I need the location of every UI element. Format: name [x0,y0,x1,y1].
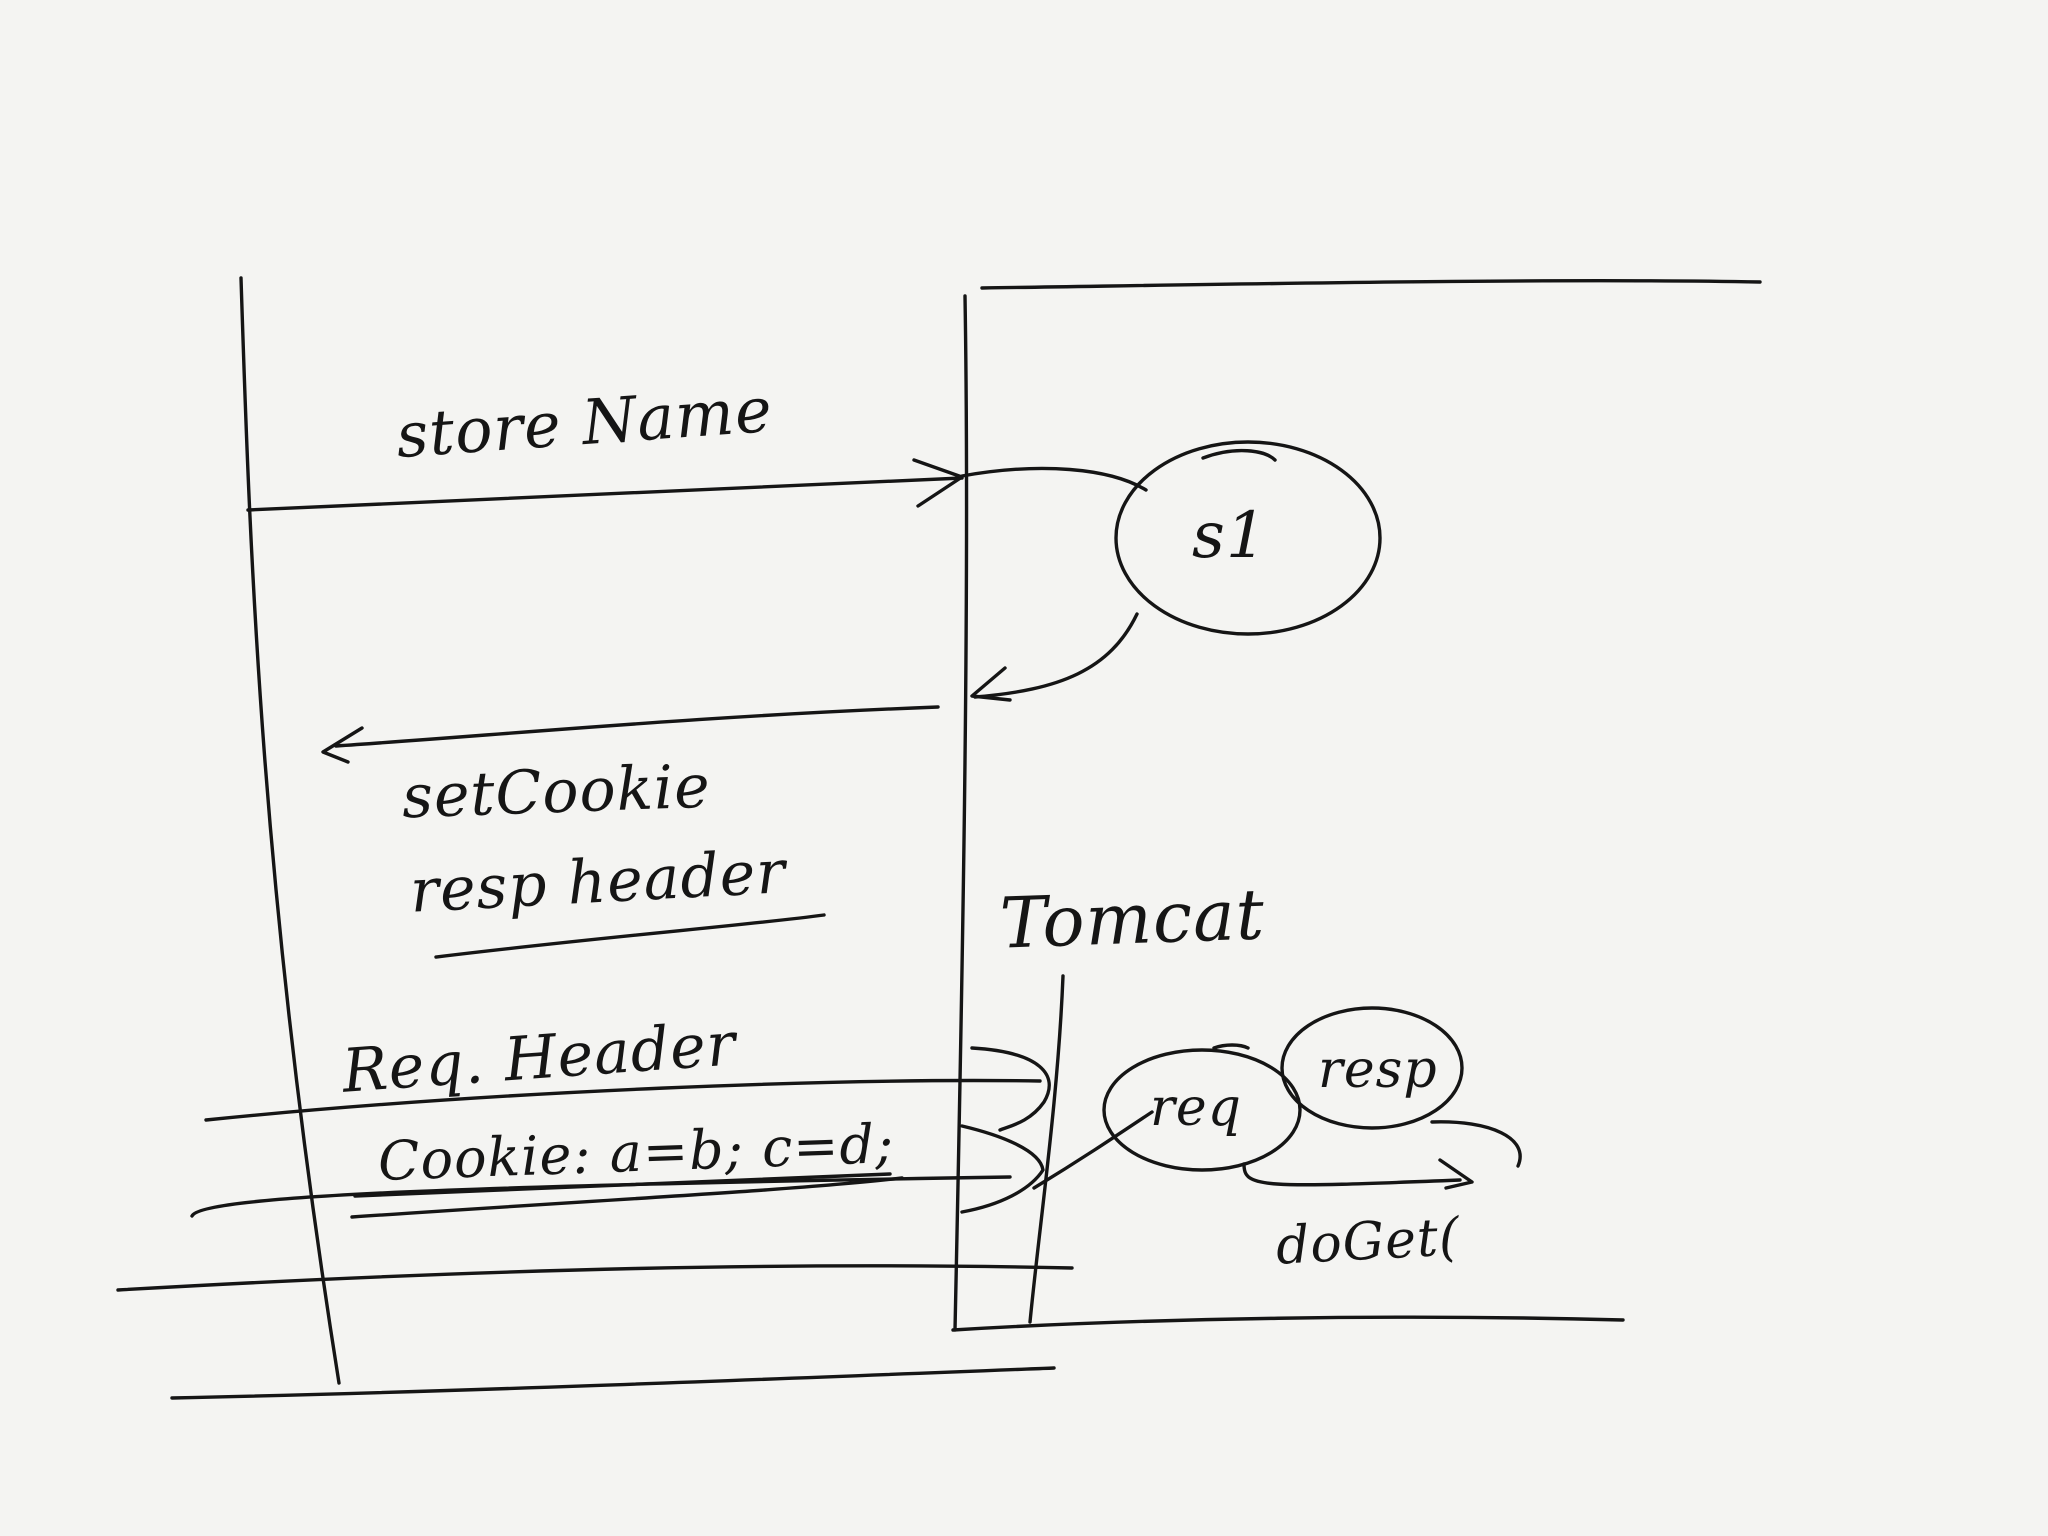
set-cookie-label: setCookie [400,751,712,833]
resp-tail [1430,1120,1522,1168]
s1-tick [1201,448,1277,462]
server-bottom-line [951,1315,1625,1332]
resp-header-label: resp header [408,837,788,927]
store-name-arrow [246,476,964,512]
arrow-to-req [1032,1110,1154,1190]
req-ellipse [1102,1048,1302,1172]
arrow-to-s1 [960,466,1148,492]
cookie-underline [350,1176,904,1219]
tomcat-inner-line [1028,974,1065,1324]
tomcat-label: Tomcat [998,873,1267,965]
store-name-arrowhead [912,458,964,508]
doget-label: doGet( [1274,1207,1462,1277]
arrow-req-to-doget-head [1438,1158,1474,1190]
req-label: req [1150,1078,1242,1138]
browser-left-edge [239,276,341,1385]
cookie-arrow-into-tomcat [960,1124,1045,1214]
s1-label: s1 [1192,499,1268,573]
server-top-line [980,278,1762,290]
cookie-line [190,1175,1012,1218]
set-cookie-arrow [334,705,940,748]
lower-horizontal-line [116,1264,1074,1292]
arrow-req-to-doget [1242,1162,1462,1187]
req-tick [1212,1043,1250,1050]
req-header-top-line [204,1078,1042,1122]
resp-ellipse [1280,1006,1464,1130]
resp-header-underline [434,913,826,959]
resp-label: resp [1318,1040,1438,1100]
req-header-right-bracket [970,1046,1051,1132]
arrow-from-s1-head [970,666,1012,702]
set-cookie-arrowhead [321,726,364,764]
s1-ellipse [1114,440,1382,636]
server-left-edge [953,294,969,1332]
arrow-from-s1 [973,612,1139,699]
cookie-double-underline [353,1172,892,1198]
browser-bottom-line [170,1366,1056,1400]
